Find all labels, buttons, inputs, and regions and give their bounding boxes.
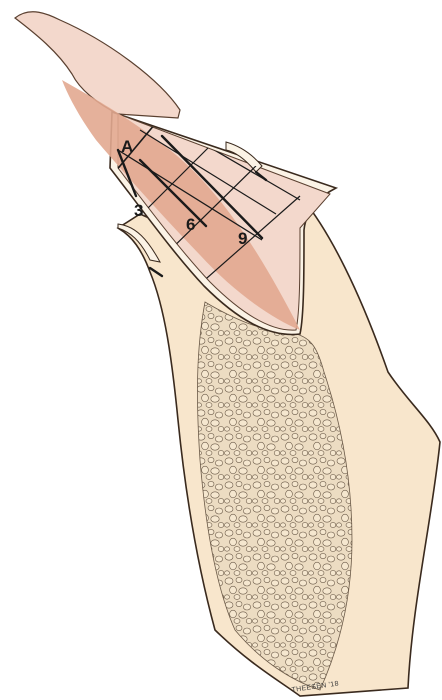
label-level-3: 3: [134, 201, 143, 220]
label-level-6: 6: [186, 215, 195, 234]
label-apex: A: [121, 137, 133, 156]
label-level-9: 9: [238, 229, 247, 248]
